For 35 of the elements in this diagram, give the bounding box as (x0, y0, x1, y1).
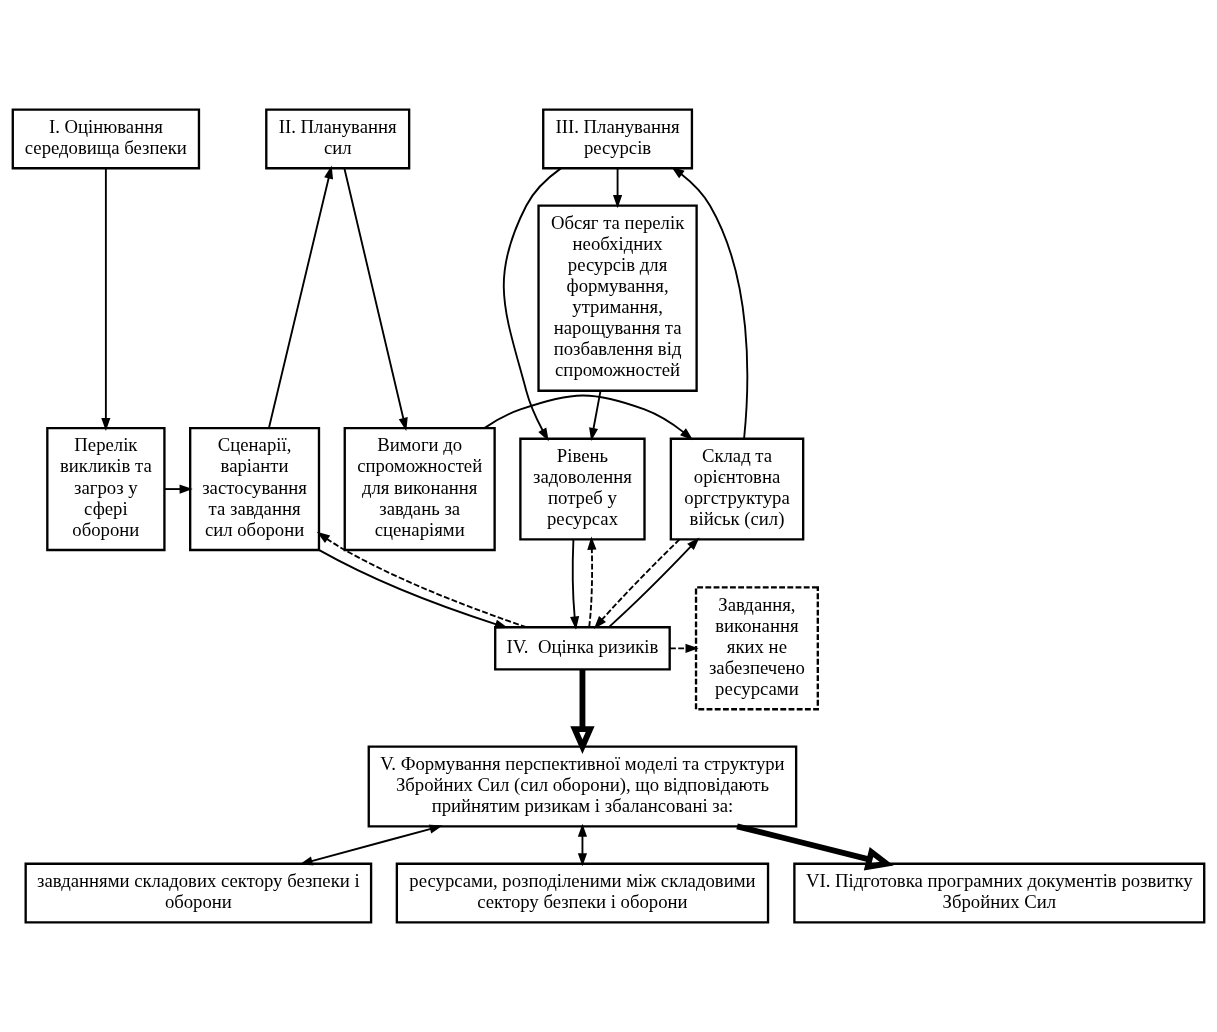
node-box: ресурсами, розподіленими між складовими сектору безпеки і оборони (395, 862, 770, 924)
node-box: VI. Підготовка програмних документів розвитку Збройних Сил (793, 862, 1206, 924)
arrow (316, 531, 528, 629)
node-box: I. Оцінювання середовища безпеки (11, 108, 201, 170)
node-box: III. Планування ресурсів (542, 108, 694, 170)
node-box: Рівень задоволення потреб у ресурсах (519, 437, 646, 541)
arrow (587, 536, 597, 628)
node-box: II. Планування сил (265, 108, 411, 170)
node-box: Обсяг та перелік необхідних ресурсів для формування, утримання, нарощування та позбавлення від спроможностей (537, 204, 698, 392)
arrow (343, 167, 408, 431)
node-box: Вимоги до спроможностей для виконання завдань за сценаріями (343, 427, 496, 552)
arrow (502, 167, 562, 442)
node-box: Склад та орієнтовна оргструктура військ (сил) (669, 437, 805, 541)
arrow (570, 538, 580, 630)
arrow (570, 669, 595, 754)
node-box: Завдання, виконання яких не забезпечено ресурсами (694, 586, 819, 711)
arrow (589, 389, 602, 441)
arrow (613, 167, 623, 209)
arrow (299, 824, 443, 866)
arrow (608, 537, 700, 628)
arrow (577, 823, 588, 867)
node-box: завданнями складових сектору безпеки і оборони (24, 862, 373, 924)
node-box: V. Формування перспективної моделі та структури Збройних Сил (сил оборони), що відповідають прийнятим ризикам і збалансовані за: (367, 745, 798, 828)
arrow (736, 823, 894, 871)
arrow (163, 484, 193, 494)
node-box: Сценарії, варіанти застосування та завдання сил оборони (189, 427, 321, 552)
arrow (267, 165, 334, 430)
arrow (593, 538, 681, 629)
arrow (671, 166, 749, 440)
arrow (101, 167, 111, 431)
node-box: IV. Оцінка ризиків (494, 626, 671, 671)
node-box: Перелік викликів та загроз у сфері оборони (46, 427, 166, 552)
arrow (669, 643, 699, 653)
arrow (483, 394, 694, 441)
arrow (318, 549, 509, 629)
